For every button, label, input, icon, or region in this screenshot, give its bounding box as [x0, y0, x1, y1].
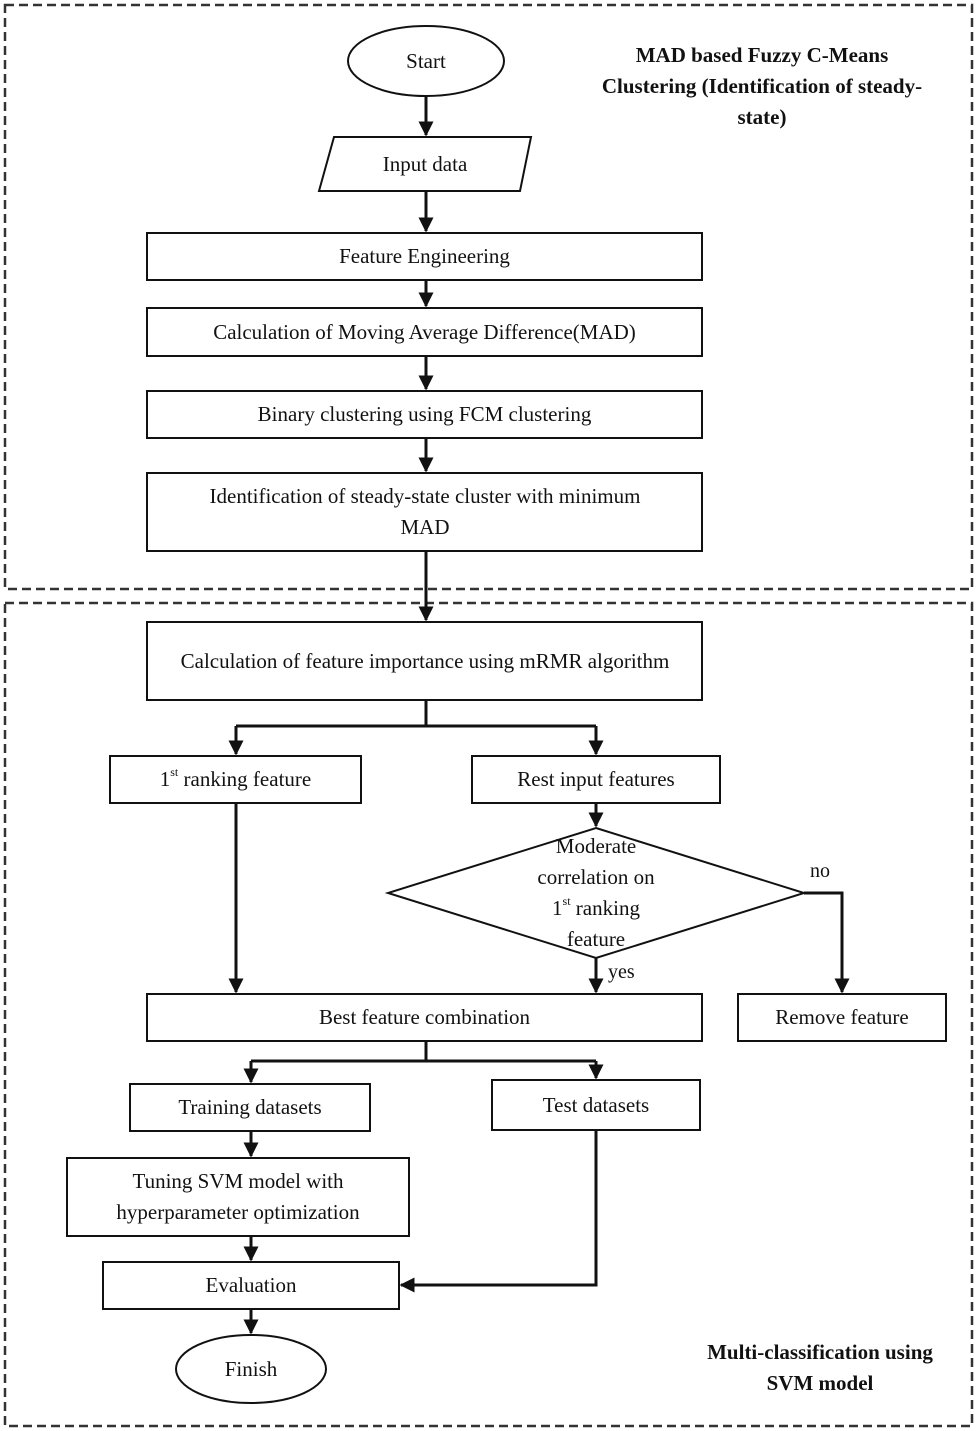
binary-clustering-label: Binary clustering using FCM clustering [257, 402, 592, 426]
start-label: Start [406, 48, 446, 73]
evaluation-label: Evaluation [205, 1273, 297, 1297]
training-label: Training datasets [178, 1095, 322, 1119]
tuning-box [66, 1157, 410, 1237]
steady-state-label: Identification of steady-state cluster w… [209, 484, 641, 539]
rest-input-label: Rest input features [517, 767, 675, 791]
section-clustering-title: MAD based Fuzzy C-Means Clustering (Iden… [601, 43, 923, 129]
first-rank-label: 1st ranking feature [159, 765, 312, 791]
tuning-label: Tuning SVM model with hyperparameter opt… [116, 1169, 360, 1224]
remove-feature-label: Remove feature [775, 1005, 909, 1029]
evaluation-box [102, 1261, 400, 1310]
mrmr-label: Calculation of feature importance using … [180, 648, 670, 673]
best-combination-box [146, 993, 703, 1042]
decision-label: Moderate correlation on 1st ranking feat… [537, 834, 655, 951]
remove-feature-box [737, 993, 947, 1042]
test-label: Test datasets [542, 1092, 650, 1117]
edge-test-evaluation [399, 1130, 598, 1293]
mrmr-box [146, 621, 703, 701]
steady-state-box [146, 472, 703, 552]
edge-no-label: no [810, 860, 830, 882]
section-svm-frame [3, 601, 974, 1428]
feature-engineering-box [146, 232, 703, 281]
finish-label: Finish [224, 1356, 278, 1381]
feature-engineering-label: Feature Engineering [339, 244, 510, 268]
finish-terminator [175, 1334, 327, 1404]
binary-clustering-box [146, 390, 703, 439]
section-clustering-frame [3, 3, 974, 591]
input-data-label: Input data [382, 151, 468, 176]
input-data-parallelogram [317, 136, 533, 192]
best-combination-label: Best feature combination [318, 1005, 531, 1029]
edge-decision-remove [804, 891, 850, 994]
mad-calc-label: Calculation of Moving Average Difference… [213, 319, 636, 344]
test-box [491, 1079, 701, 1131]
section-svm-title: Multi-classification using SVM model [707, 1340, 933, 1395]
mad-calc-box [146, 307, 703, 357]
edge-yes-label: yes [608, 961, 635, 983]
